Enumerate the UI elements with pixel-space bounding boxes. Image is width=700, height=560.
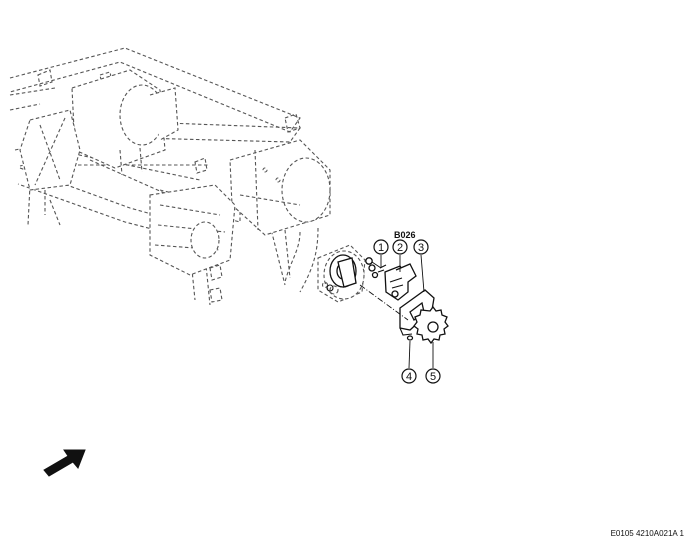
callout-3-number: 3 bbox=[418, 242, 424, 254]
nut-washer-part-1 bbox=[365, 257, 387, 279]
sensor-mount-part bbox=[326, 254, 357, 292]
figure-reference-code: E0105 4210A021A 1 bbox=[610, 529, 684, 538]
callout-4-number: 4 bbox=[406, 371, 412, 383]
component-code-label: B026 bbox=[394, 230, 416, 240]
toothed-wheel-part-5 bbox=[413, 305, 449, 345]
callout-3: 3 bbox=[413, 239, 429, 293]
assembly-axis-line bbox=[359, 284, 409, 321]
forward-direction-arrow-icon bbox=[43, 449, 86, 477]
callout-2-number: 2 bbox=[397, 242, 403, 254]
upper-muffler-outline bbox=[71, 69, 179, 176]
callout-1: 1 bbox=[371, 239, 389, 269]
washer-part-4 bbox=[406, 335, 414, 341]
main-muffler-outline bbox=[229, 139, 331, 236]
callout-5-number: 5 bbox=[430, 371, 436, 383]
callout-5: 5 bbox=[425, 342, 441, 384]
callout-4: 4 bbox=[401, 340, 417, 384]
bracket-part-3 bbox=[399, 289, 435, 336]
callout-2: 2 bbox=[392, 239, 408, 272]
sensor-b026-part-2 bbox=[384, 263, 417, 301]
callout-1-number: 1 bbox=[378, 242, 384, 254]
engine-block-outline bbox=[19, 109, 236, 276]
